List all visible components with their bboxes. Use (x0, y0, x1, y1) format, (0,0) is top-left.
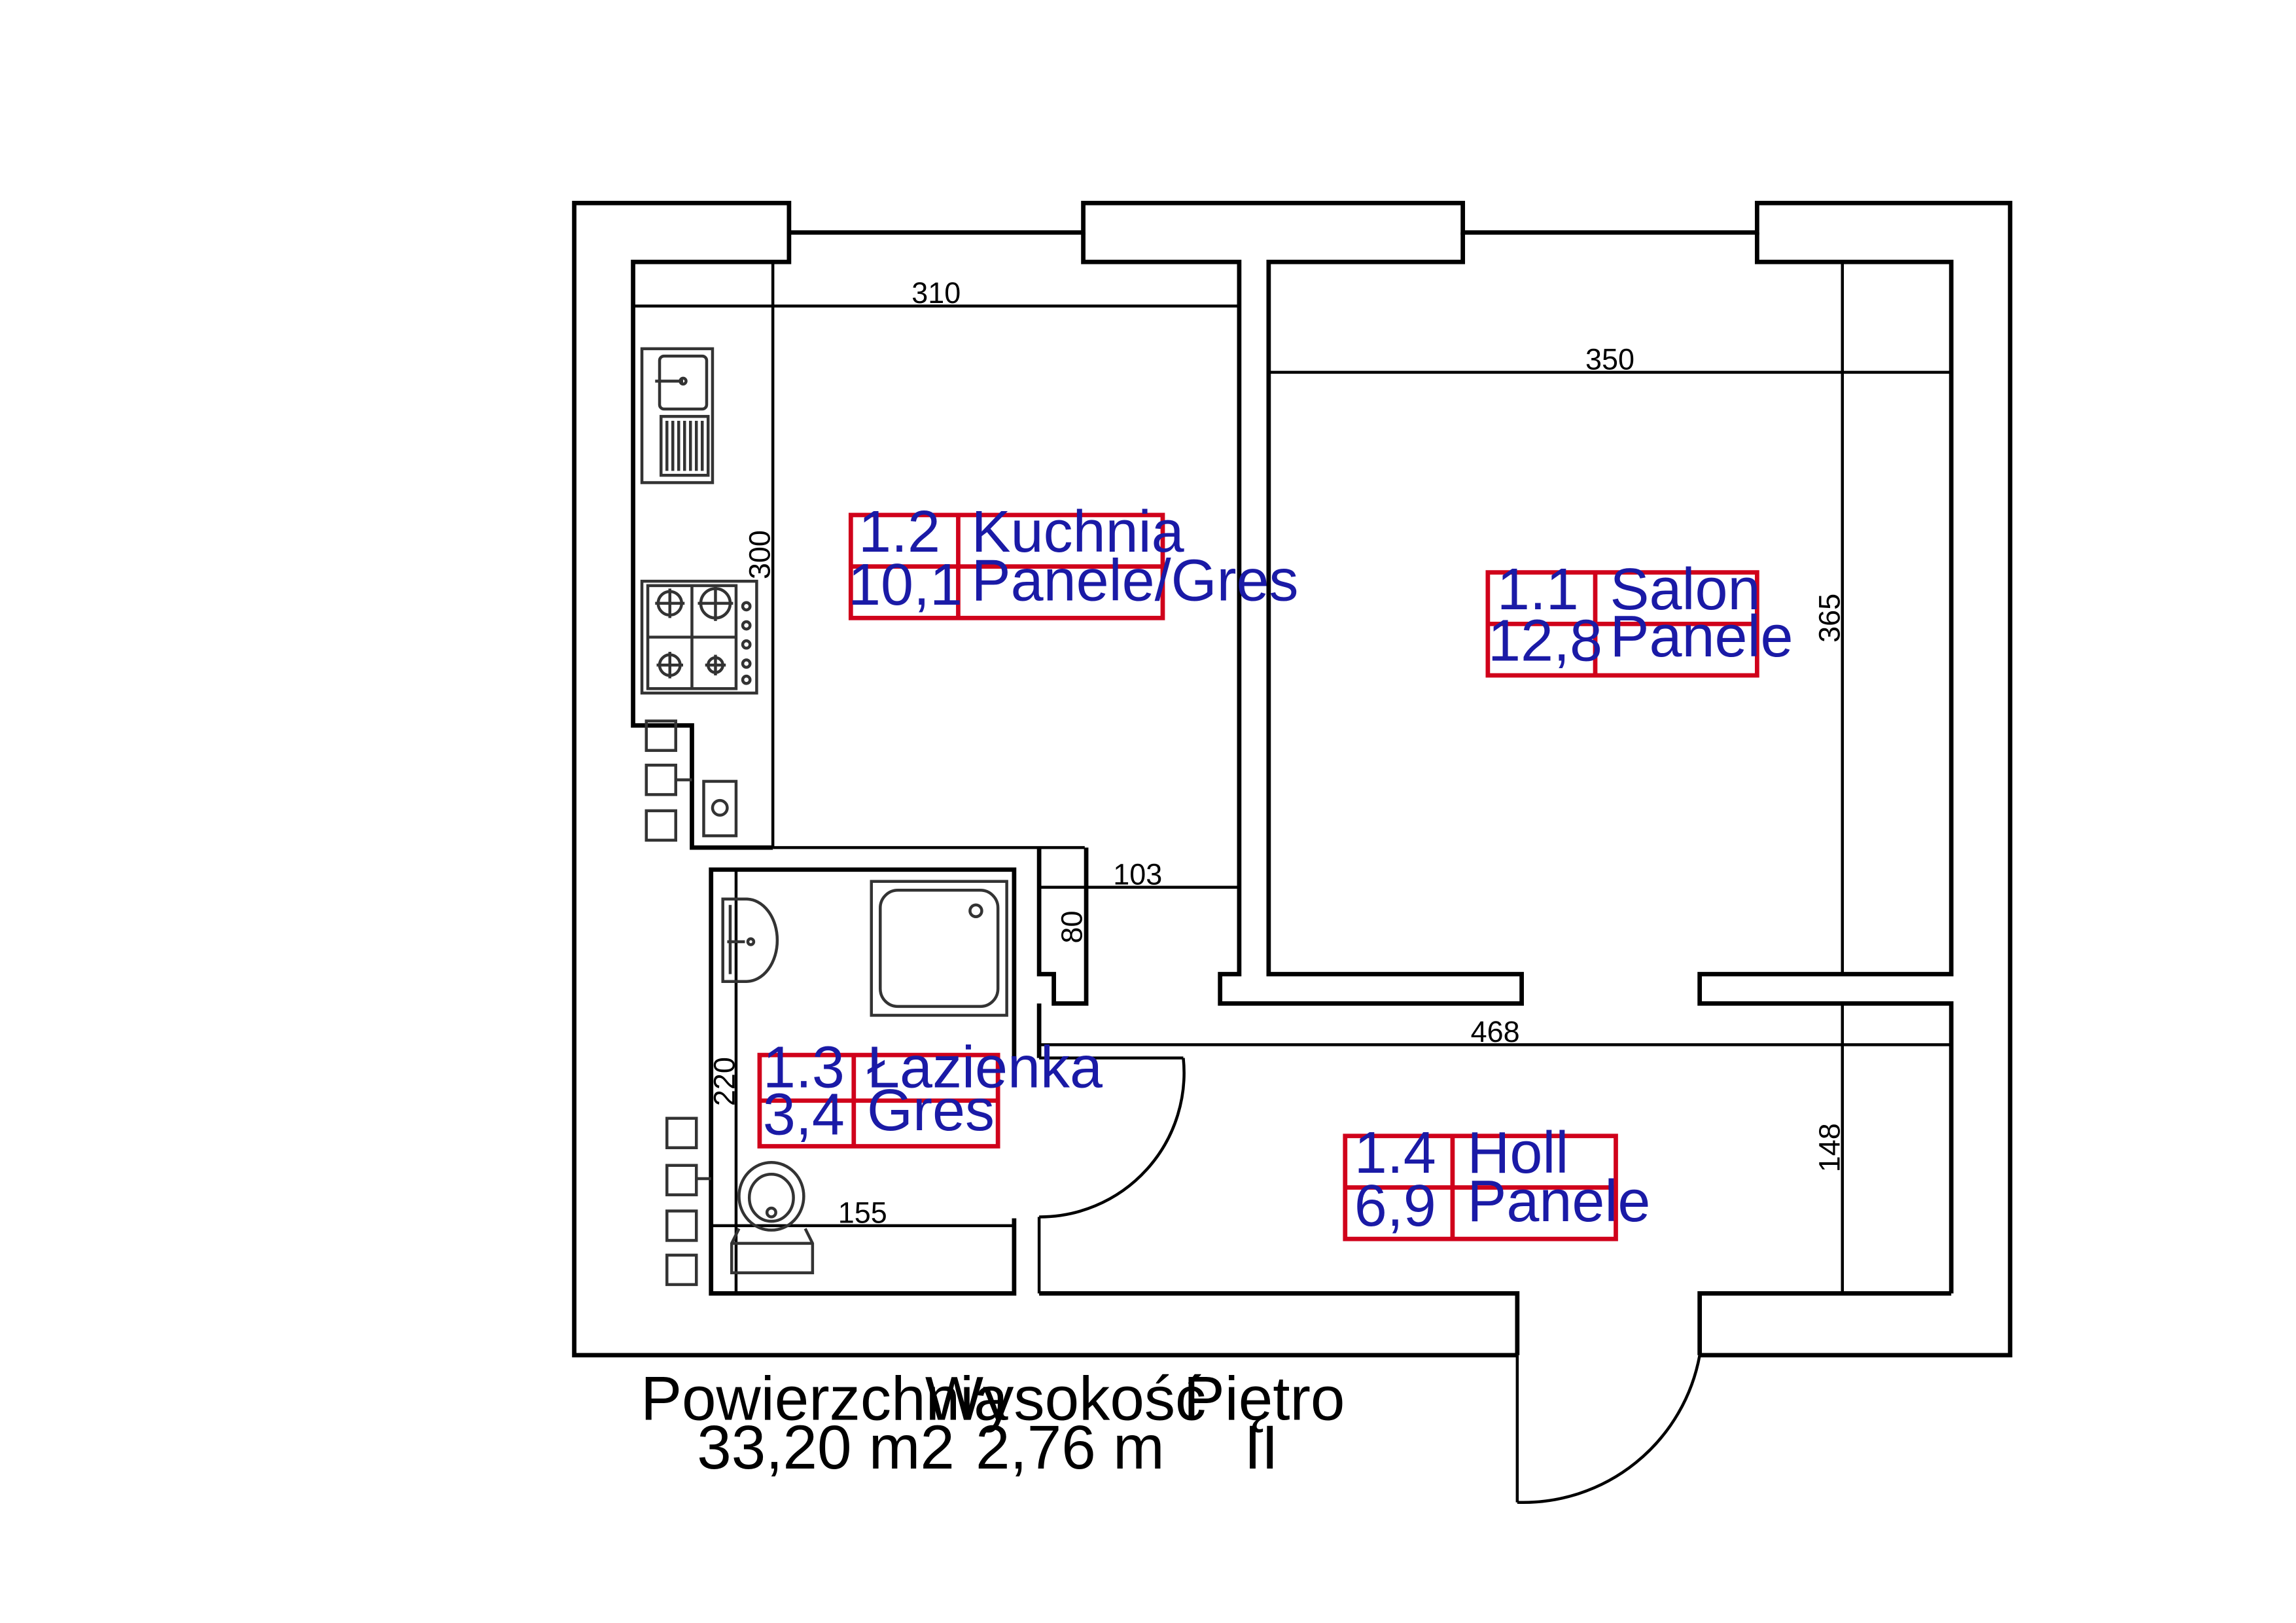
room-number: 1.3 (763, 1035, 845, 1101)
plan-summary: Powierzchnia 33,20 m2 Wysokość 2,76 m Pi… (641, 1365, 1345, 1482)
room-name: Kuchnia (972, 499, 1185, 565)
kitchen-sink (640, 347, 715, 484)
room-floor-finish: Panele/Gres (972, 548, 1299, 613)
room-name: Salon (1610, 557, 1761, 622)
room-area: 12,8 (1488, 609, 1602, 674)
dim-passage-depth: 80 (1055, 910, 1088, 943)
dim-hall-width: 468 (1471, 1015, 1520, 1048)
room-number: 1.4 (1354, 1120, 1436, 1186)
salon-walls (1268, 232, 1954, 1294)
kitchen-walls (631, 232, 1524, 1006)
room-tag-kuchnia: 1.2 Kuchnia 10,1 Panele/Gres (848, 499, 1299, 620)
height-label: Wysokość (925, 1365, 1206, 1434)
room-area: 6,9 (1354, 1173, 1436, 1239)
outer-walls (572, 200, 2013, 1358)
floor-label: Piętro (1184, 1365, 1345, 1434)
toilet (730, 1160, 815, 1275)
room-floor-finish: Panele (1467, 1169, 1650, 1234)
room-floor-finish: Panele (1610, 604, 1793, 669)
room-number: 1.2 (858, 499, 940, 565)
area-value: 33,20 m2 (697, 1414, 955, 1482)
room-floor-finish: Gres (867, 1078, 995, 1143)
dim-hall-height: 148 (1812, 1123, 1846, 1172)
dim-kitchen-height: 300 (743, 530, 777, 579)
dim-kitchen-width: 310 (911, 276, 961, 310)
room-name: Łazienka (867, 1035, 1103, 1101)
hall-walls (1036, 847, 1952, 1504)
dim-bath-width: 155 (838, 1196, 887, 1229)
entrance-door-swing (1517, 1355, 1701, 1504)
room-tag-salon: 1.1 Salon 12,8 Panele (1485, 557, 1793, 678)
shower-tray (870, 880, 1008, 1017)
hall-sockets (665, 1116, 711, 1287)
floor-value: II (1244, 1414, 1278, 1482)
kitchen-stove (640, 579, 758, 695)
area-label: Powierzchnia (641, 1365, 1008, 1434)
room-number: 1.1 (1497, 557, 1579, 622)
room-area: 3,4 (763, 1082, 845, 1148)
room-tag-holl: 1.4 Holl 6,9 Panele (1343, 1120, 1650, 1241)
room-name: Holl (1467, 1120, 1568, 1186)
washbasin (721, 897, 779, 983)
room-area: 10,1 (848, 552, 963, 618)
dim-bath-height: 220 (708, 1057, 741, 1106)
dim-salon-width: 350 (1585, 342, 1634, 376)
height-value: 2,76 m (976, 1414, 1165, 1482)
bathroom-door-swing (1039, 1058, 1186, 1219)
kitchen-sockets (645, 719, 738, 842)
dim-salon-height: 365 (1812, 594, 1846, 643)
dim-passage-width: 103 (1113, 857, 1162, 891)
room-tag-lazienka: 1.3 Łazienka 3,4 Gres (757, 1035, 1103, 1149)
